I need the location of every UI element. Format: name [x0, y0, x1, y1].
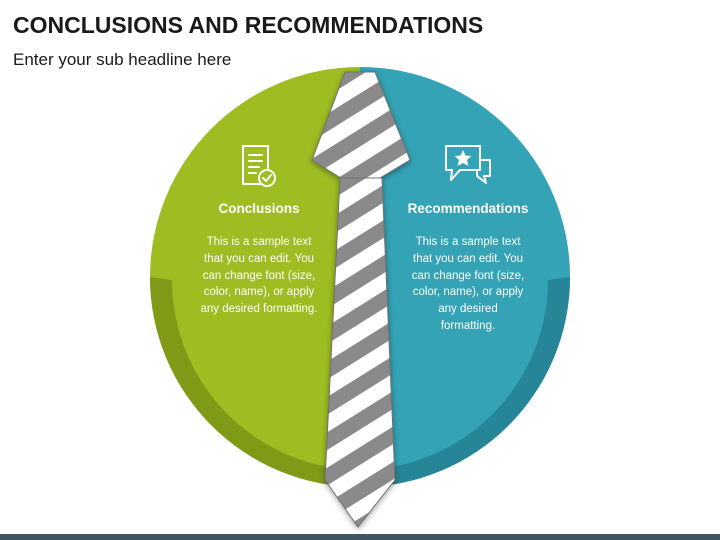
recommendations-body: This is a sample text that you can edit.… [411, 236, 525, 332]
tie-graphic [311, 71, 411, 528]
recommendations-heading: Recommendations [407, 201, 529, 216]
chat-star-icon [445, 145, 491, 184]
page-title: CONCLUSIONS AND RECOMMENDATIONS [13, 12, 484, 38]
document-check-icon [242, 145, 276, 187]
conclusions-body: This is a sample text that you can edit.… [200, 236, 318, 316]
bottom-bar [0, 534, 720, 540]
page-subtitle: Enter your sub headline here [13, 50, 232, 69]
conclusions-heading: Conclusions [218, 201, 300, 216]
right-panel-shape [360, 67, 570, 487]
left-panel-shape [150, 67, 360, 487]
